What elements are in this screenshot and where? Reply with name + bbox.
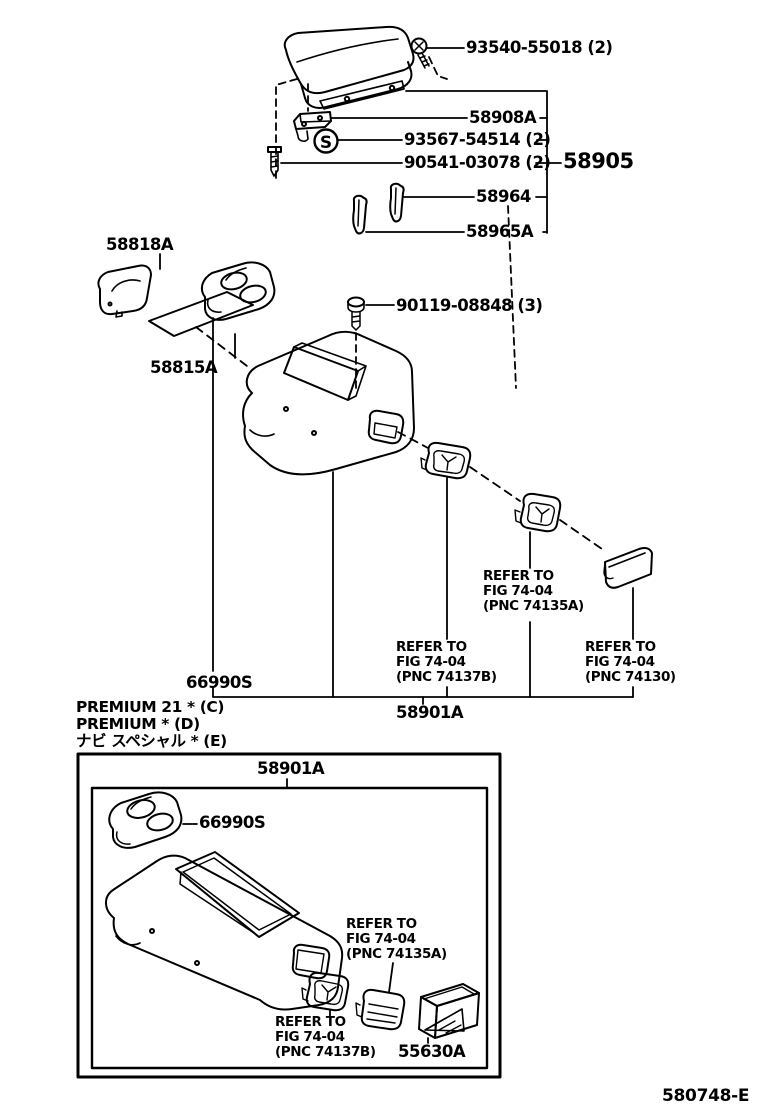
refer-note-line: REFER TO bbox=[275, 1014, 346, 1030]
s-marker-icon: S bbox=[313, 128, 339, 154]
ashtray-drawing-55630a bbox=[418, 983, 480, 1039]
refer-note-line: FIG 74-04 bbox=[585, 654, 655, 670]
bezel-drawing-74135a-mid bbox=[514, 492, 562, 533]
callout-58908a: 58908A bbox=[469, 108, 537, 127]
callout-66990s: 66990S bbox=[186, 673, 253, 692]
callout-93567: 93567-54514 (2) bbox=[404, 130, 551, 149]
variant-inner-box bbox=[90, 786, 489, 1070]
variant-header: PREMIUM 21 * (C) PREMIUM * (D) ナビ スペシャル … bbox=[76, 699, 227, 750]
cup-holder-drawing-66990s-top bbox=[200, 261, 276, 321]
figure-number: 580748-E bbox=[662, 1086, 750, 1106]
cup-holder-drawing-66990s-box bbox=[108, 791, 183, 849]
bezel-drawing-74135a-box bbox=[355, 988, 406, 1031]
refer-note-line: REFER TO bbox=[483, 568, 554, 584]
refer-note-line: (PNC 74137B) bbox=[275, 1044, 376, 1060]
callout-66990s-box: 66990S bbox=[199, 813, 266, 832]
dashed-console-to-bezel1 bbox=[397, 431, 429, 449]
callout-90119: 90119-08848 (3) bbox=[396, 296, 543, 315]
bracket-58901a bbox=[212, 687, 634, 705]
refer-note-line: REFER TO bbox=[585, 639, 656, 655]
bolt-drawing-90541 bbox=[267, 146, 282, 177]
callout-58965a: 58965A bbox=[466, 222, 534, 241]
callout-58818a: 58818A bbox=[106, 235, 174, 254]
callout-58901a-box: 58901A bbox=[257, 759, 325, 778]
dashed-bezel1-to-bezel2 bbox=[469, 466, 521, 502]
leader-lines-armrest-assy bbox=[280, 47, 562, 234]
stopper-clip-58965a bbox=[352, 194, 368, 235]
refer-note-74135a-mid: REFER TO FIG 74-04 (PNC 74135A) bbox=[483, 569, 584, 614]
bezel-drawing-74137b-box bbox=[301, 971, 350, 1012]
refer-note-line: (PNC 74130) bbox=[585, 669, 676, 685]
callout-58815a: 58815A bbox=[150, 358, 218, 377]
callout-58964: 58964 bbox=[476, 187, 531, 206]
refer-note-line: FIG 74-04 bbox=[346, 931, 416, 947]
pad-drawing-58815a bbox=[148, 291, 254, 337]
callout-93540: 93540-55018 (2) bbox=[466, 38, 613, 57]
refer-note-74137b-box: REFER TO FIG 74-04 (PNC 74137B) bbox=[275, 1015, 376, 1060]
variant-line-navi: ナビ スペシャル * (E) bbox=[76, 732, 227, 750]
lid-drawing-74130 bbox=[603, 547, 653, 589]
refer-note-line: FIG 74-04 bbox=[275, 1029, 345, 1045]
dashed-pad-to-console bbox=[195, 326, 248, 367]
bezel-drawing-74137b-mid bbox=[420, 441, 472, 480]
stopper-clip-58964 bbox=[389, 182, 405, 223]
refer-note-line: REFER TO bbox=[396, 639, 467, 655]
refer-note-74135a-box: REFER TO FIG 74-04 (PNC 74135A) bbox=[346, 917, 447, 962]
callout-58905: 58905 bbox=[563, 149, 634, 173]
variant-outer-box bbox=[76, 752, 502, 1079]
refer-note-line: (PNC 74137B) bbox=[396, 669, 497, 685]
refer-note-line: (PNC 74135A) bbox=[346, 946, 447, 962]
hinge-drawing-58908a bbox=[293, 111, 332, 142]
screw-icon-93540 bbox=[410, 37, 430, 69]
refer-note-74130: REFER TO FIG 74-04 (PNC 74130) bbox=[585, 640, 676, 685]
variant-line-premium: PREMIUM * (D) bbox=[76, 715, 200, 733]
dashed-bezel2-to-lid bbox=[559, 519, 603, 550]
armrest-lid-drawing bbox=[283, 25, 415, 110]
svg-text:S: S bbox=[320, 133, 332, 153]
refer-note-line: FIG 74-04 bbox=[396, 654, 466, 670]
variant-line-premium21: PREMIUM 21 * (C) bbox=[76, 698, 225, 716]
console-body-drawing bbox=[242, 330, 415, 476]
refer-note-74137b-mid: REFER TO FIG 74-04 (PNC 74137B) bbox=[396, 640, 497, 685]
refer-note-line: REFER TO bbox=[346, 916, 417, 932]
console-body-drawing-box bbox=[105, 851, 344, 1011]
callout-58901a: 58901A bbox=[396, 703, 464, 722]
mask-drawing-58818a bbox=[97, 264, 152, 318]
callout-90541: 90541-03078 (2) bbox=[404, 153, 551, 172]
callout-55630a: 55630A bbox=[398, 1042, 466, 1061]
refer-note-line: FIG 74-04 bbox=[483, 583, 553, 599]
leader-74135a-box bbox=[388, 962, 394, 993]
refer-note-line: (PNC 74135A) bbox=[483, 598, 584, 614]
bolt-drawing-90119 bbox=[347, 296, 365, 331]
